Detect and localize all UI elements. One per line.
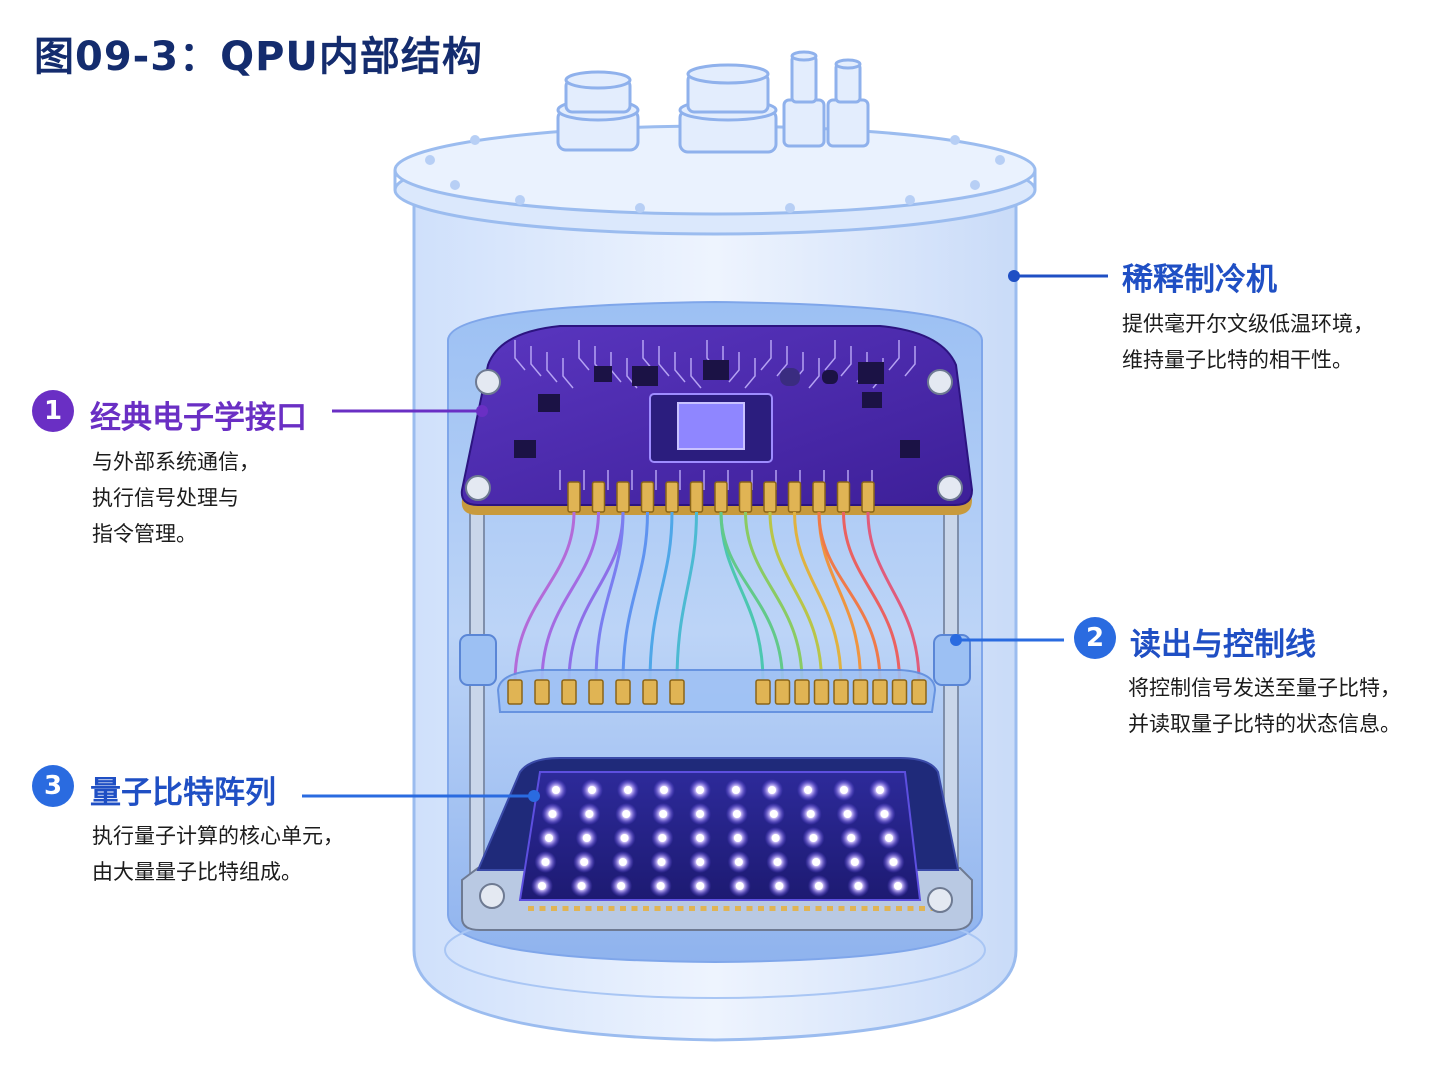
badge-1: 1 (32, 390, 74, 432)
interface-label: 经典电子学接口 (90, 400, 307, 436)
page-title: 图09-3：QPU内部结构 (34, 34, 483, 80)
qubit-array (461, 757, 973, 931)
support-rods (459, 499, 971, 881)
wires-label: 读出与控制线 (1130, 627, 1316, 663)
fridge-description: 提供毫开尔文级低温环境， 维持量子比特的相干性。 (1122, 312, 1374, 372)
interface-description: 与外部系统通信， 执行信号处理与 指令管理。 (92, 450, 260, 546)
leader-line-dot-icon (1008, 270, 1020, 282)
classical-electronics-board (460, 325, 974, 515)
wires-description: 将控制信号发送至量子比特， 并读取量子比特的状态信息。 (1128, 676, 1401, 736)
qubit-array-description: 执行量子计算的核心单元， 由大量量子比特组成。 (92, 824, 344, 884)
badge-3: 3 (32, 765, 74, 807)
fridge-label: 稀释制冷机 (1122, 262, 1277, 298)
qubit-array-label: 量子比特阵列 (90, 775, 276, 811)
qubit-dot-icon (531, 779, 909, 897)
chip-icon (649, 393, 773, 463)
leader-lines (302, 270, 1108, 802)
wire-mount-plate (496, 669, 937, 713)
connector-port-icon (556, 50, 870, 154)
badge-2: 2 (1074, 617, 1116, 659)
readout-control-wires (513, 511, 921, 683)
